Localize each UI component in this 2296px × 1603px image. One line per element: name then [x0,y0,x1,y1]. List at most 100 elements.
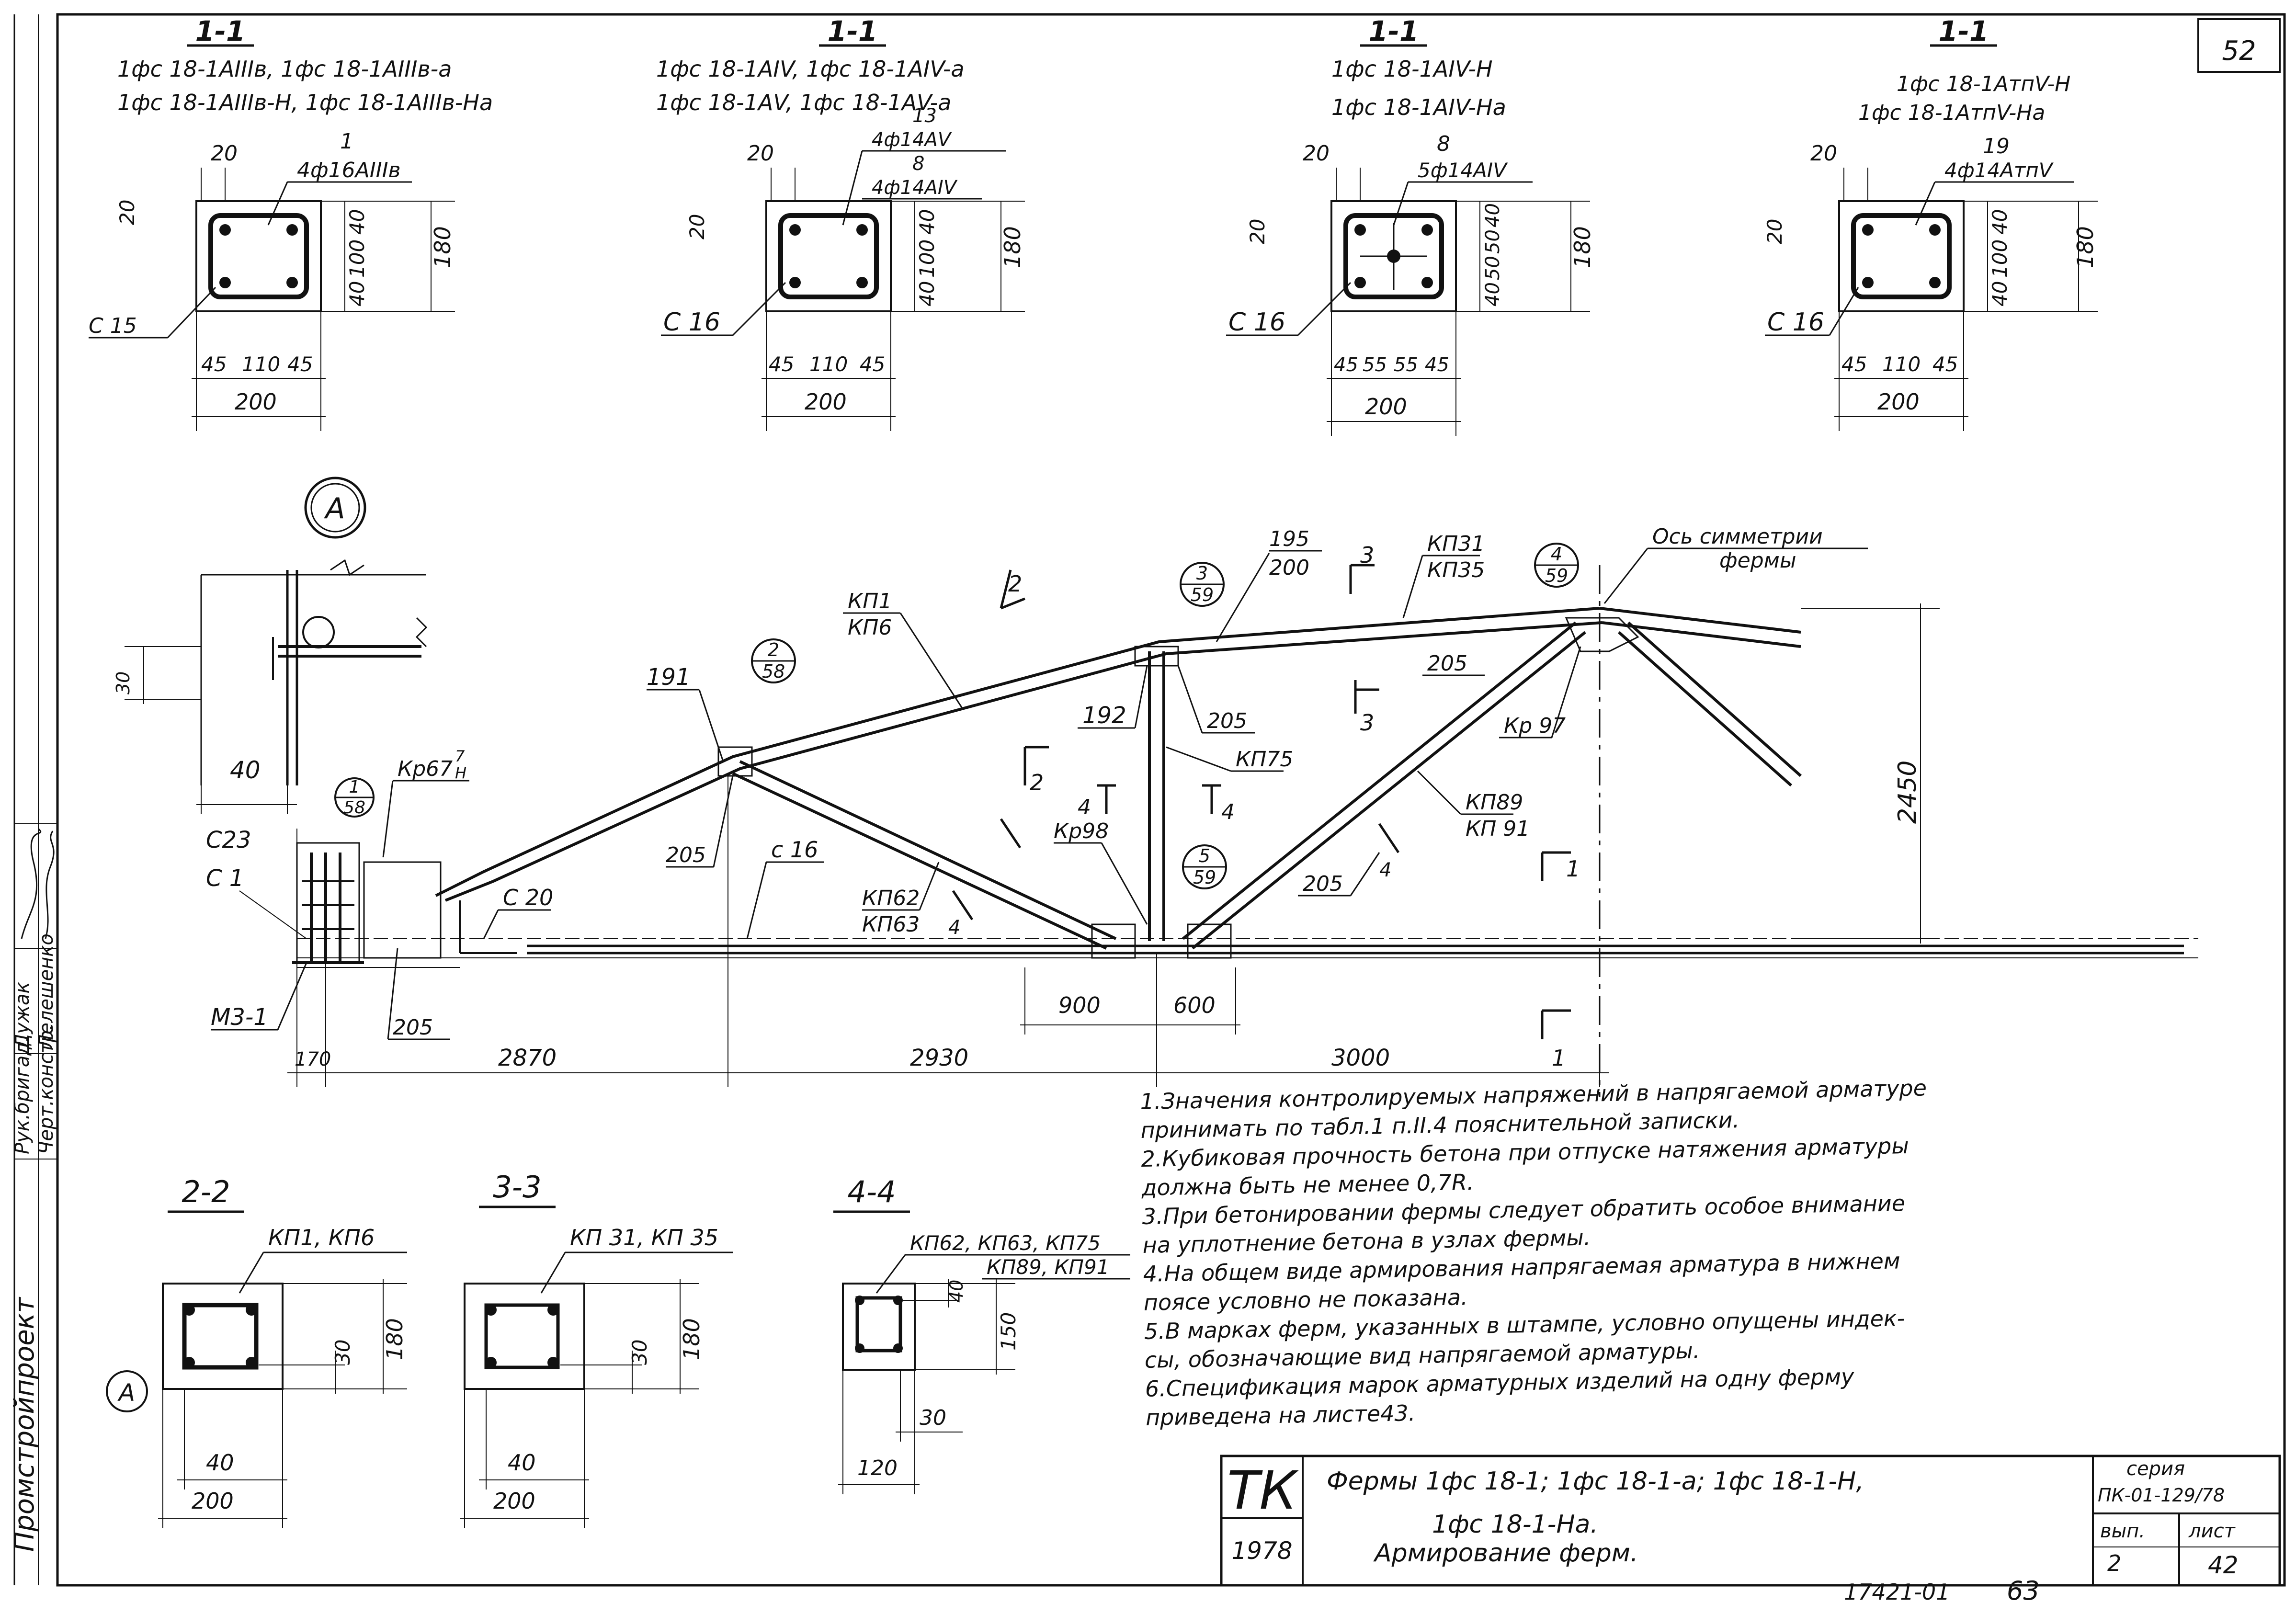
svg-text:45: 45 [287,352,313,376]
svg-text:50: 50 [1482,229,1504,254]
svg-text:200: 200 [192,1488,234,1514]
svg-text:200: 200 [1365,394,1407,420]
sheet-label: лист [2188,1520,2236,1542]
svg-text:С23: С23 [206,827,251,853]
role-2: Черт.констр. [35,1024,57,1154]
svg-text:110: 110 [1882,352,1921,376]
svg-text:200: 200 [1877,389,1920,415]
svg-text:1: 1 [340,129,353,154]
svg-text:2-2: 2-2 [182,1174,230,1209]
svg-text:7: 7 [455,747,465,765]
node-ref-1: 1 58 [334,777,375,818]
svg-text:3: 3 [1360,542,1374,568]
section-1-1-d: 1-1 1фс 18-1АтпV-Н 1фс 18-1АтпV-На 20 19… [1763,15,2098,431]
sheet-frame [13,13,2286,1587]
svg-text:100: 100 [345,239,369,278]
node-ref-2: 2 58 [751,638,796,683]
svg-text:КП 91: КП 91 [1466,817,1530,841]
svg-text:A: A [323,492,345,525]
svg-text:2: 2 [1008,571,1022,597]
detail-a: A 30 40 [113,477,428,814]
svg-text:КП62: КП62 [862,886,920,910]
svg-text:40: 40 [946,1280,967,1303]
svg-text:фермы: фермы [1719,548,1796,573]
svg-text:КП31: КП31 [1427,532,1485,556]
svg-text:45: 45 [1334,354,1358,376]
svg-text:4ф14АV: 4ф14АV [872,129,952,151]
svg-text:200: 200 [493,1488,535,1514]
svg-text:180: 180 [2072,226,2098,268]
svg-text:С 20: С 20 [503,885,553,910]
svg-text:КП89, КП91: КП89, КП91 [987,1255,1109,1279]
svg-text:40: 40 [1482,203,1504,227]
svg-text:Н: Н [455,764,466,782]
svg-text:1фс 18-1АтпV-Н: 1фс 18-1АтпV-Н [1897,72,2070,96]
svg-text:110: 110 [809,352,848,376]
svg-text:150: 150 [997,1312,1020,1351]
svg-text:40: 40 [206,1450,234,1476]
role-1: Рук.бригад. [11,1036,34,1154]
svg-text:40: 40 [508,1450,536,1476]
svg-text:30: 30 [628,1340,651,1365]
svg-text:4ф14АIV: 4ф14АIV [872,177,958,199]
svg-text:45: 45 [1841,352,1867,376]
svg-text:205: 205 [1303,872,1343,896]
svg-text:180: 180 [382,1318,408,1360]
svg-text:45: 45 [1932,352,1958,376]
svg-text:1-1: 1-1 [1939,15,1989,47]
svg-text:3: 3 [1196,563,1208,584]
svg-text:45: 45 [1425,354,1449,376]
svg-text:205: 205 [1207,709,1247,733]
svg-text:8: 8 [1437,132,1450,156]
svg-text:2: 2 [768,639,779,660]
svg-text:Ось симметрии: Ось симметрии [1652,524,1823,549]
svg-text:С 1: С 1 [206,865,244,892]
sheet-value: 42 [2208,1551,2239,1579]
svg-text:М3-1: М3-1 [211,1004,268,1031]
name-1: Дужак [11,982,34,1050]
issue-label: вып. [2100,1520,2145,1542]
svg-text:45: 45 [769,352,794,376]
truss-elevation: Ось симметрии фермы 1 58 2 58 3 59 4 59 [206,524,2198,1097]
svg-text:13: 13 [912,105,937,127]
svg-text:КП6: КП6 [848,615,892,640]
svg-text:205: 205 [666,843,706,867]
cut-label: 1-1 [195,15,246,47]
svg-text:С 16: С 16 [1228,308,1285,337]
svg-text:С 16: С 16 [663,308,720,337]
svg-text:100: 100 [1988,239,2012,278]
section-4-4: 4-4 КП62, КП63, КП75 КП89, КП91 40 150 3… [833,1174,1130,1494]
svg-text:1-1: 1-1 [828,15,878,47]
svg-text:С 16: С 16 [1767,308,1824,337]
svg-text:55: 55 [1394,354,1418,376]
svg-text:4: 4 [1221,800,1235,824]
svg-text:19: 19 [1983,134,2010,159]
svg-text:2450: 2450 [1893,761,1922,824]
svg-text:55: 55 [1363,354,1387,376]
svg-text:2930: 2930 [910,1045,968,1071]
svg-text:40: 40 [345,209,369,235]
svg-text:20: 20 [685,214,709,239]
issue-value: 2 [2107,1550,2121,1576]
svg-text:40: 40 [915,209,939,235]
node-ref-3: 3 59 [1180,562,1225,607]
svg-text:1: 1 [349,777,360,797]
svg-text:1фс 18-1АтпV-На: 1фс 18-1АтпV-На [1858,101,2045,125]
svg-text:200: 200 [1269,556,1309,580]
svg-text:A: A [117,1379,135,1407]
svg-text:120: 120 [857,1456,898,1480]
node-ref-5: 5 59 [1182,844,1227,889]
svg-text:1фс 18-1АV, 1фс 18-1АV-а: 1фс 18-1АV, 1фс 18-1АV-а [656,90,951,115]
svg-text:191: 191 [647,664,691,691]
svg-text:КП 31, КП 35: КП 31, КП 35 [570,1225,718,1251]
svg-text:900: 900 [1058,992,1101,1018]
svg-text:С 15: С 15 [89,314,137,338]
series-label: серия [2126,1458,2185,1480]
svg-text:40: 40 [230,756,261,784]
svg-text:1фс 18-1АIV-На: 1фс 18-1АIV-На [1331,94,1506,120]
svg-text:40: 40 [345,281,369,307]
signature-1 [21,828,42,939]
svg-text:40: 40 [915,281,939,307]
svg-text:50: 50 [1482,256,1504,280]
svg-text:195: 195 [1269,527,1309,551]
